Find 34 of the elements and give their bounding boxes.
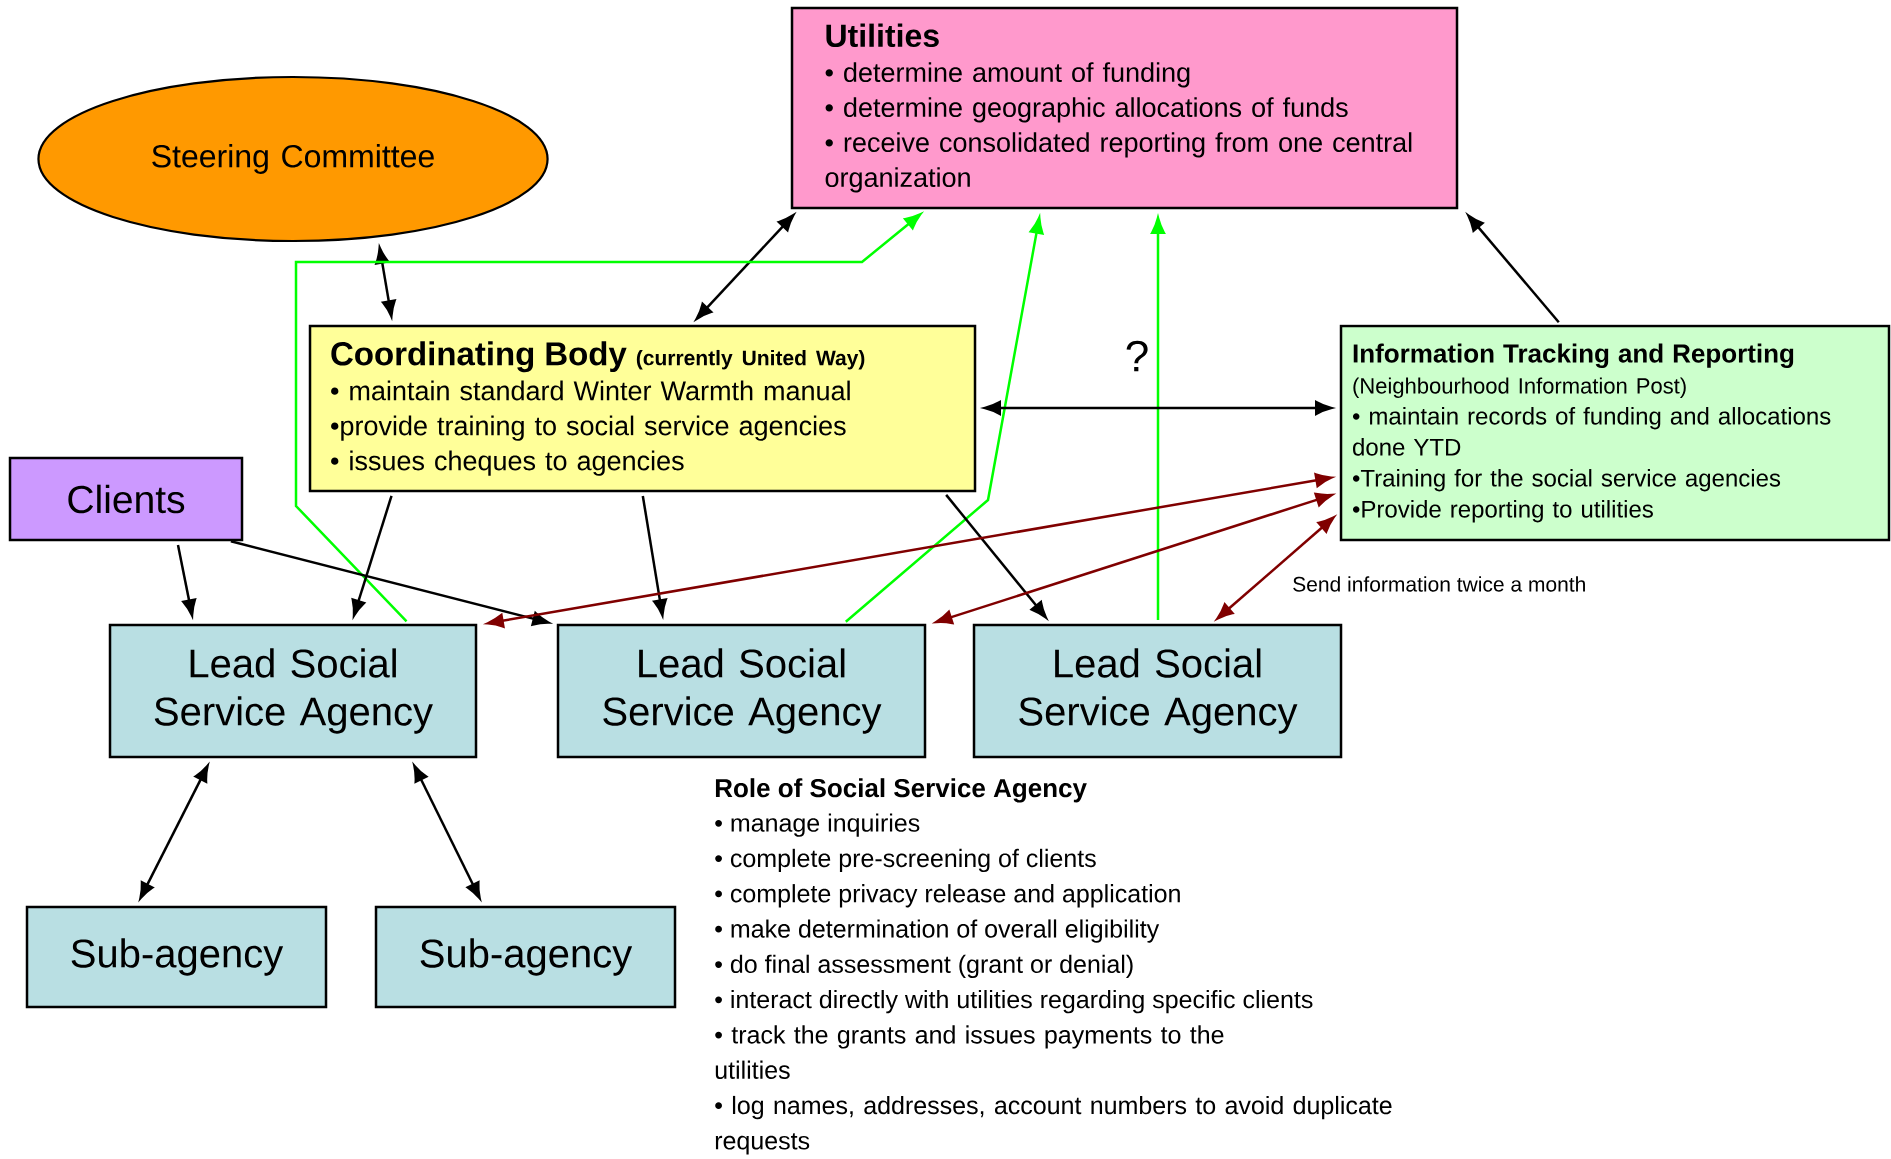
sub-agency-box: Sub-agency	[25, 905, 328, 1009]
arrow	[139, 764, 209, 900]
agency-box: Lead Social Service Agency	[108, 623, 478, 759]
arrow	[176, 544, 197, 617]
arrow	[413, 764, 481, 900]
arrow	[1467, 214, 1560, 323]
arrow	[486, 473, 1333, 628]
annotation-text: Send information twice a month	[1293, 576, 1585, 592]
process-box: Coordinating Body (currently United Way) • maintain standard Winter Warmth manual •provide training to social service agencies • issues cheques to agencies	[308, 324, 977, 493]
arrow	[641, 495, 667, 617]
bullet-item: • do final assessment (grant or denial)	[715, 954, 1133, 978]
arrow	[1216, 516, 1335, 620]
agency-box: Lead Social Service Agency	[556, 623, 927, 759]
question-mark: ?	[1126, 340, 1148, 372]
bullet-item: • complete pre-screening of clients	[715, 848, 1096, 873]
agency-box: Lead Social Service Agency	[972, 623, 1343, 759]
arrow	[945, 494, 1047, 619]
process-box: Utilities • determine amount of funding • determine geographic allocations of funds • receive consolidated reporting from one central organization	[790, 6, 1459, 210]
bullet-item: • manage inquiries	[715, 813, 920, 837]
arrow	[1150, 216, 1166, 620]
arrow	[294, 213, 922, 623]
section-heading: Role of Social Service Agency	[715, 778, 1087, 803]
arrow	[695, 214, 795, 320]
sub-agency-box: Sub-agency	[374, 905, 677, 1009]
process-box: Information Tracking and Reporting (Neighbourhood Information Post) • maintain records of funding and allocations done YTD •Training for the social service agencies •Provide reporting to utilities	[1339, 324, 1891, 542]
clients-box: Clients	[8, 456, 244, 542]
bullet-item: • complete privacy release and application	[715, 884, 1180, 908]
bullet-item: • log names, addresses, account numbers to avoid duplicate requests	[715, 1095, 1392, 1155]
arrow	[845, 216, 1044, 623]
arrow	[375, 246, 396, 318]
bullet-item: • make determination of overall eligibility	[715, 919, 1160, 943]
arrow	[983, 400, 1333, 416]
bullet-item: • track the grants and issues payments to the utilities	[715, 1025, 1224, 1079]
bullet-item: • interact directly with utilities regarding specific clients	[715, 990, 1313, 1014]
